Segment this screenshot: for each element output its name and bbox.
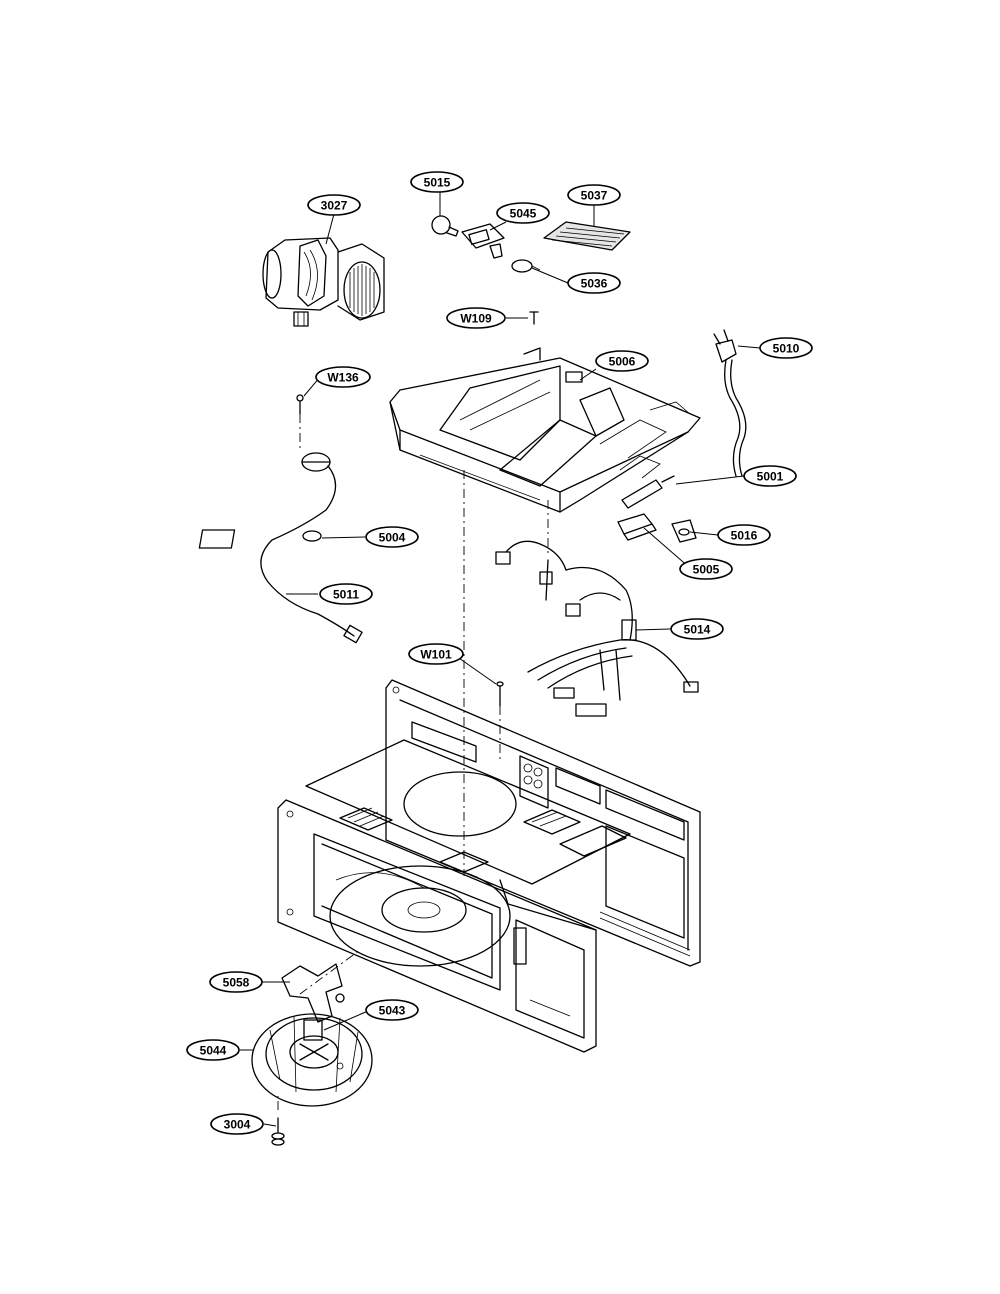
thermostat-drawing (198, 452, 331, 549)
callout-label: 5001 (757, 470, 784, 484)
callout-label: 5045 (510, 207, 537, 221)
callout-label: 5058 (223, 976, 250, 990)
callout-3004: 3004 (210, 1113, 264, 1135)
blower-fan-assembly-drawing (262, 237, 385, 327)
lamp-bulb-drawing (431, 215, 459, 237)
callout-label: 3004 (224, 1118, 251, 1132)
callout-label: 5011 (333, 588, 359, 602)
motor-screw-drawing (271, 1117, 285, 1146)
callout-5044: 5044 (186, 1039, 240, 1061)
callout-5016: 5016 (717, 524, 771, 546)
callout-5006: 5006 (595, 350, 649, 372)
fuse-drawing (621, 475, 675, 509)
callout-5004: 5004 (365, 526, 419, 548)
callout-label: 5006 (609, 355, 636, 369)
callout-5001: 5001 (743, 465, 797, 487)
callout-label: W101 (420, 648, 452, 662)
callout-5014: 5014 (670, 618, 724, 640)
power-cord-drawing (713, 329, 747, 477)
lamp-lens-drawing (511, 259, 541, 273)
coupler-drawing (281, 963, 345, 1023)
callout-W109: W109 (446, 307, 506, 329)
callout-label: 5010 (773, 342, 800, 356)
callout-5005: 5005 (679, 558, 733, 580)
callout-5011: 5011 (319, 583, 373, 605)
callout-label: 5037 (581, 189, 608, 203)
callout-label: W109 (460, 312, 492, 326)
screw-w109-drawing (529, 311, 539, 325)
cavity-chassis-drawing (277, 679, 701, 1053)
callout-5037: 5037 (567, 184, 621, 206)
turntable-motor-assembly-drawing (251, 1013, 373, 1107)
screw-w101-drawing (496, 681, 504, 707)
noise-filter-drawing (617, 513, 657, 541)
callout-label: 5005 (693, 563, 720, 577)
callout-label: 5044 (200, 1044, 227, 1058)
callout-label: 5016 (731, 529, 758, 543)
callout-label: 5036 (581, 277, 608, 291)
lamp-socket-drawing (461, 223, 505, 259)
screw-w136-drawing (296, 394, 304, 415)
callout-label: 5015 (424, 176, 451, 190)
wire-harness-drawing (495, 540, 699, 717)
grille-filter-drawing (543, 221, 631, 251)
callout-5043: 5043 (365, 999, 419, 1021)
callout-5015: 5015 (410, 171, 464, 193)
callout-5058: 5058 (209, 971, 263, 993)
assembly-guide-lines (277, 414, 549, 1110)
callout-5045: 5045 (496, 202, 550, 224)
callout-label: 3027 (321, 199, 348, 213)
callout-label: 5004 (379, 531, 406, 545)
callout-5036: 5036 (567, 272, 621, 294)
callout-5010: 5010 (759, 337, 813, 359)
fuse-holder-drawing (671, 519, 697, 543)
callout-label: W136 (327, 371, 359, 385)
callout-3027: 3027 (307, 194, 361, 216)
callout-W101: W101 (408, 643, 464, 665)
callout-W136: W136 (315, 366, 371, 388)
base-plate-drawing (389, 347, 701, 513)
callout-label: 5014 (684, 623, 711, 637)
callout-label: 5043 (379, 1004, 406, 1018)
sensor-wire-drawing (260, 465, 363, 644)
